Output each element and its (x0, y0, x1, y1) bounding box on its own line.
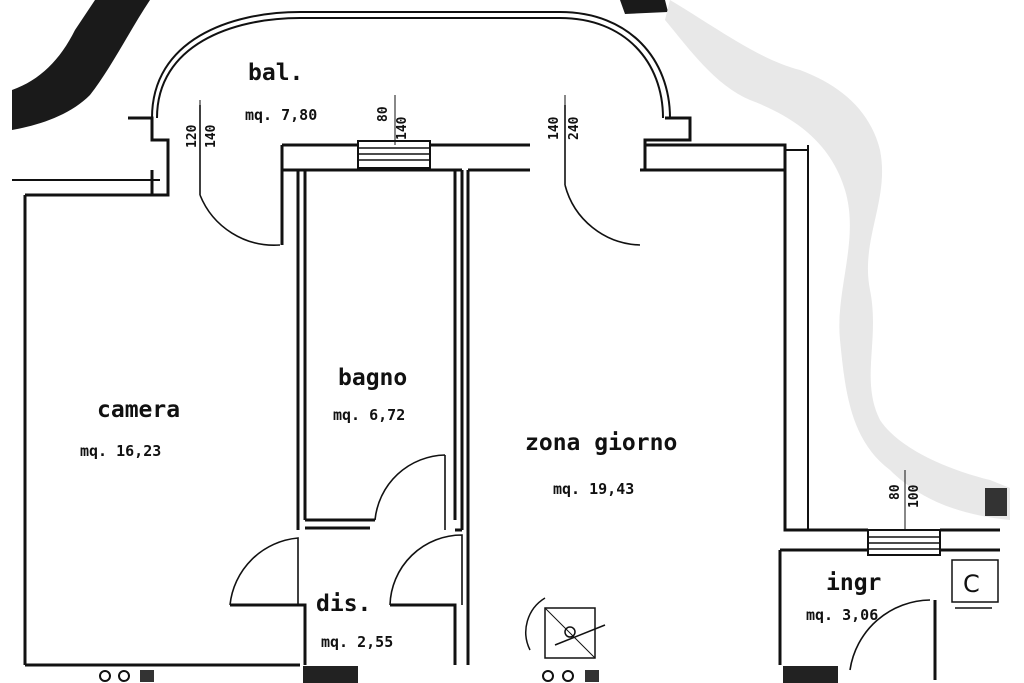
outer-wall (23, 193, 300, 667)
vegetation-band (665, 0, 1010, 520)
bathroom-area: mq. 6,72 (333, 406, 405, 424)
entrance-area: mq. 3,06 (806, 606, 878, 624)
entrance-walls (778, 528, 1000, 680)
wall-top-right-inner (785, 145, 809, 530)
bottom-markers (99, 666, 838, 683)
living-area: mq. 19,43 (553, 480, 634, 498)
bathroom-walls (296, 168, 464, 530)
balcony-outline-inner (156, 17, 664, 119)
hallway-walls (230, 528, 462, 665)
living-name: zona giorno (525, 430, 677, 456)
wall-top-mid (280, 143, 530, 245)
door-entrance (849, 599, 931, 671)
entrance-window-height: 100 (907, 484, 922, 508)
bathroom-window-height: 140 (395, 116, 410, 140)
bathroom-window-width: 80 (376, 106, 391, 122)
hallway-area: mq. 2,55 (321, 633, 393, 651)
balcony-area: mq. 7,80 (245, 106, 317, 124)
bedroom-window-height: 140 (204, 124, 219, 148)
entrance-window-width: 80 (888, 484, 903, 500)
balcony-outline (151, 11, 671, 119)
living-window-height: 240 (567, 116, 582, 140)
living-window-width: 140 (547, 116, 562, 140)
wall-top-right (640, 143, 868, 532)
bathroom-window (357, 140, 431, 169)
hedge-shape (12, 0, 150, 130)
hob-symbol (525, 597, 606, 659)
wall-balcony-right (643, 116, 692, 160)
bedroom-window-width: 120 (185, 124, 200, 148)
entrance-window (867, 529, 941, 556)
dimension-ticks (199, 95, 906, 530)
door-bedroom-hall (229, 537, 299, 606)
door-bathroom (374, 454, 446, 530)
balcony-name: bal. (248, 60, 303, 86)
bedroom-name: camera (97, 397, 180, 423)
boiler-label: C (963, 570, 980, 598)
wall-balcony-left (128, 116, 170, 197)
bedroom-area: mq. 16,23 (80, 442, 161, 460)
living-left-wall (466, 168, 530, 665)
tree-shape (620, 0, 668, 14)
door-living-hall (389, 534, 463, 606)
entrance-name: ingr (826, 570, 881, 596)
hallway-name: dis. (316, 591, 371, 617)
bathroom-name: bagno (338, 365, 407, 391)
boiler-symbol: C (951, 559, 999, 609)
vegetation-end (985, 488, 1007, 516)
